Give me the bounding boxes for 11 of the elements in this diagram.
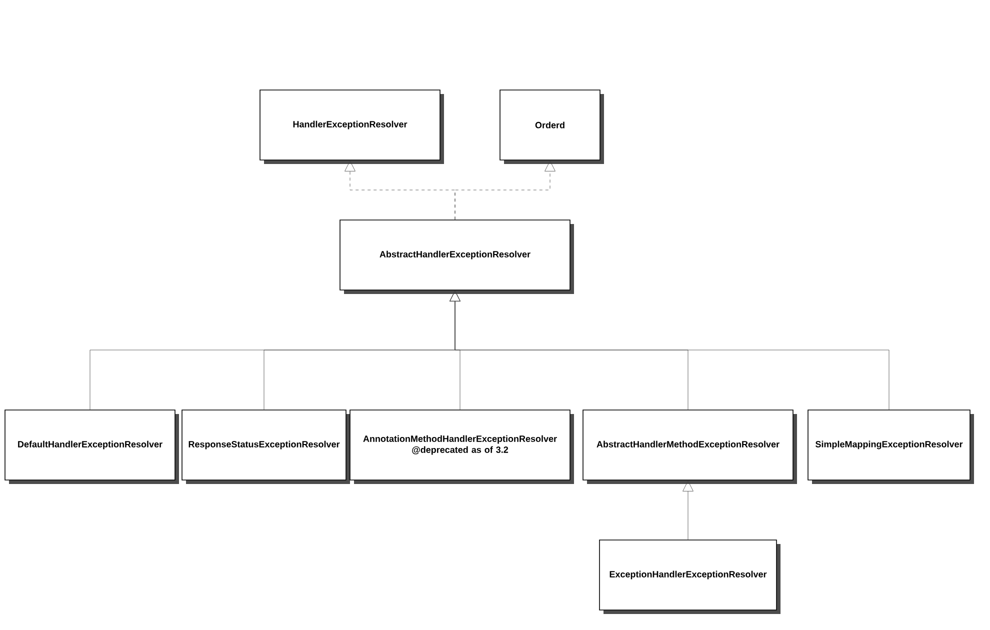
class-box: DefaultHandlerExceptionResolver	[4, 410, 179, 484]
class-box: AbstractHandlerMethodExceptionResolver	[582, 410, 797, 484]
class-box: Orderd	[500, 90, 604, 164]
class-box: SimpleMappingExceptionResolver	[808, 410, 974, 484]
inheritance-arrow	[682, 480, 694, 540]
class-box: ResponseStatusExceptionResolver	[182, 410, 350, 484]
class-box: AbstractHandlerExceptionResolver	[340, 220, 574, 294]
class-box: ExceptionHandlerExceptionResolver	[599, 540, 780, 614]
inheritance-arrow	[454, 160, 556, 220]
class-box: HandlerExceptionResolver	[260, 90, 444, 164]
class-box: AnnotationMethodHandlerExceptionResolver @deprecated as of 3.2	[350, 410, 574, 484]
